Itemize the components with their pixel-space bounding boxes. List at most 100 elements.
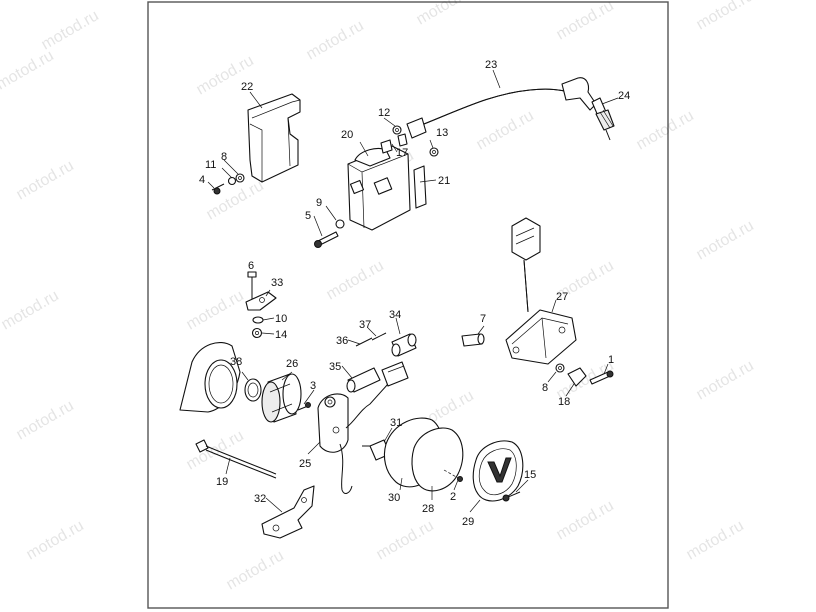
- part-14-nut: [251, 327, 263, 339]
- callout-37: 37: [359, 319, 371, 331]
- callout-31: 31: [390, 417, 402, 429]
- part-35-connector: [346, 361, 409, 393]
- watermark: motod.ru: [204, 177, 267, 223]
- callout-21: 21: [438, 175, 450, 187]
- part-5-bolt: [314, 231, 339, 248]
- part-21-coil-bracket: [413, 165, 427, 209]
- callout-labels: 22 12 20 13 17 21 23 24 8 11 4 9 5 6 33 …: [199, 59, 630, 528]
- watermark: motod.ru: [694, 217, 757, 263]
- callout-17: 17: [396, 147, 408, 159]
- watermark: motod.ru: [634, 107, 697, 153]
- callout-1: 1: [608, 354, 614, 366]
- part-11-washer: [227, 176, 237, 186]
- watermark: motod.ru: [694, 0, 757, 33]
- part-8-nut: [235, 173, 245, 183]
- part-17-coil-terminal: [380, 133, 408, 154]
- part-25-stator-plate: [317, 383, 389, 494]
- callout-26: 26: [286, 358, 298, 370]
- callout-24: 24: [618, 90, 630, 102]
- callout-19: 19: [216, 476, 228, 488]
- part-23-spark-plug-wire: [406, 77, 597, 139]
- part-38-seal-ring: [244, 378, 262, 402]
- watermark: motod.ru: [554, 0, 617, 43]
- part-13-nut: [429, 147, 439, 157]
- callout-12: 12: [378, 107, 390, 119]
- part-28-cover-plate: [411, 427, 464, 492]
- callout-11: 11: [205, 159, 216, 171]
- callout-23: 23: [485, 59, 497, 71]
- watermark: motod.ru: [694, 357, 757, 403]
- callout-8: 8: [542, 382, 548, 394]
- part-15-screw: [502, 491, 521, 502]
- watermark: motod.ru: [39, 7, 102, 53]
- watermark: motod.ru: [24, 517, 87, 563]
- callout-2: 2: [450, 491, 456, 503]
- callout-4: 4: [199, 174, 205, 186]
- callout-9: 9: [316, 197, 322, 209]
- callout-10: 10: [275, 313, 287, 325]
- watermark: motod.ru: [414, 0, 477, 28]
- callout-15: 15: [524, 469, 536, 481]
- callout-3: 3: [310, 380, 316, 392]
- callout-6: 6: [248, 260, 254, 272]
- part-26-rotor: [261, 373, 302, 423]
- callout-35: 35: [329, 361, 341, 373]
- part-36-terminal: [355, 337, 373, 347]
- watermark: motod.ru: [0, 287, 62, 333]
- callout-20: 20: [341, 129, 353, 141]
- callout-14: 14: [275, 329, 287, 341]
- callout-22: 22: [241, 81, 253, 93]
- watermark: motod.ru: [184, 427, 247, 473]
- watermark: motod.ru: [14, 157, 77, 203]
- part-29-timer-cover: [472, 440, 524, 502]
- part-34-connector-housing: [391, 333, 417, 357]
- watermark: motod.ru: [14, 397, 77, 443]
- watermark: motod.ru: [224, 547, 287, 593]
- part-6-screw: [247, 271, 257, 300]
- part-8-nut-lower: [555, 363, 565, 373]
- part-12-nut: [392, 125, 402, 135]
- part-10-washer: [252, 316, 264, 324]
- part-7-sleeve: [461, 333, 485, 347]
- part-20-ignition-coil: [347, 145, 411, 231]
- watermark: motod.ru: [684, 517, 747, 563]
- watermark: motod.ru: [474, 107, 537, 153]
- callout-18: 18: [558, 396, 570, 408]
- part-4-screw: [211, 183, 225, 195]
- callout-33: 33: [271, 277, 283, 289]
- part-33-clamp: [245, 291, 277, 311]
- part-32-pickup-bracket: [261, 485, 315, 539]
- part-22-coil-cover: [247, 93, 301, 183]
- part-27-ignition-module: [505, 217, 577, 365]
- callout-32: 32: [254, 493, 266, 505]
- part-38-seal-ring-housing: [179, 342, 241, 413]
- part-9-washer: [335, 219, 345, 229]
- part-19-cable-tie: [195, 439, 277, 479]
- part-1-screw: [589, 370, 614, 385]
- callout-28: 28: [422, 503, 434, 515]
- watermark: motod.ru: [304, 17, 367, 63]
- watermark: motod.ru: [554, 497, 617, 543]
- watermark-layer: motod.ru motod.ru motod.ru motod.ru moto…: [0, 0, 757, 593]
- callout-34: 34: [389, 309, 401, 321]
- leader-lines: [207, 69, 619, 513]
- callout-8: 8: [221, 151, 227, 163]
- watermark: motod.ru: [324, 257, 387, 303]
- callout-7: 7: [480, 313, 486, 325]
- callout-30: 30: [388, 492, 400, 504]
- part-24-spark-plug: [591, 97, 615, 141]
- callout-27: 27: [556, 291, 568, 303]
- diagram-frame: [147, 1, 669, 609]
- callout-29: 29: [462, 516, 474, 528]
- part-37-terminal: [371, 332, 387, 341]
- callout-38: 38: [230, 356, 242, 368]
- callout-25: 25: [299, 458, 311, 470]
- callout-36: 36: [336, 335, 348, 347]
- callout-5: 5: [305, 210, 311, 222]
- watermark: motod.ru: [0, 47, 57, 93]
- part-18-clip: [567, 367, 587, 387]
- part-3-screw: [297, 402, 311, 411]
- part-2-screw: [443, 469, 463, 482]
- callout-13: 13: [436, 127, 448, 139]
